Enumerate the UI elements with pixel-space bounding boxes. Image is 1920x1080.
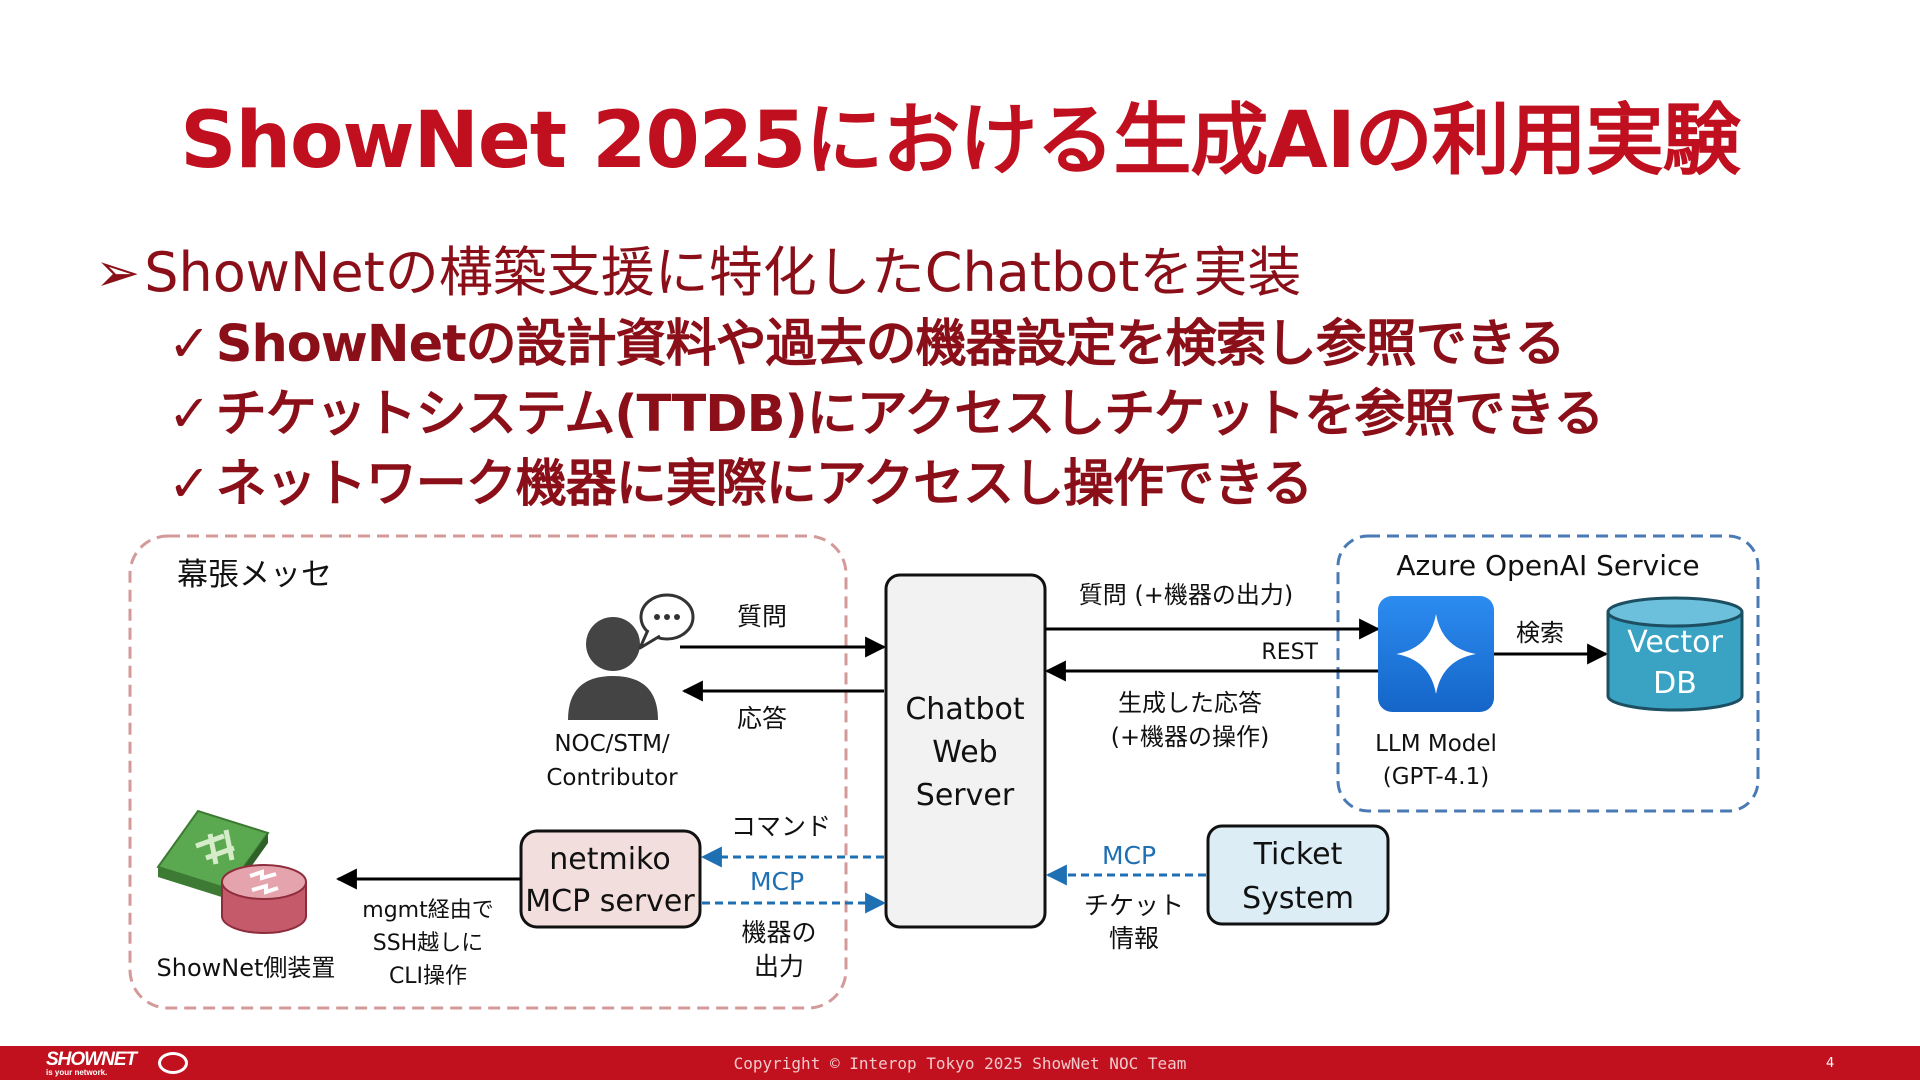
mcp-right-label: MCP xyxy=(1102,841,1156,870)
user-icon xyxy=(568,617,658,720)
chatbot-line-2: Web xyxy=(932,735,997,770)
sparkle-icon xyxy=(1396,614,1476,694)
question-label: 質問 xyxy=(737,602,787,631)
search-label: 検索 xyxy=(1516,619,1564,647)
llm-label-2: (GPT-4.1) xyxy=(1383,764,1489,790)
mgmt-label-1: mgmt経由で xyxy=(362,898,493,923)
azure-region xyxy=(1336,534,1760,813)
makuhari-label: 幕張メッセ xyxy=(177,557,332,593)
device-output-label-1: 機器の xyxy=(741,918,816,947)
subpoint-device: ✓ネットワーク機器に実際にアクセスし操作できる xyxy=(168,442,1313,516)
mgmt-label-2: SSH越しに xyxy=(373,931,483,956)
to-llm-label: 質問 (+機器の出力) xyxy=(1079,581,1293,609)
netmiko-label-1: netmiko xyxy=(549,842,670,877)
netmiko-label-2: MCP server xyxy=(525,884,695,919)
subpoint-text: ネットワーク機器に実際にアクセスし操作できる xyxy=(215,455,1313,514)
check-icon: ✓ xyxy=(168,385,211,444)
device-output-label-2: 出力 xyxy=(754,952,804,981)
command-label: コマンド xyxy=(731,812,831,841)
user-label-2: Contributor xyxy=(546,765,678,791)
from-llm-label-1: 生成した応答 xyxy=(1118,689,1262,717)
mgmt-label-3: CLI操作 xyxy=(389,964,467,989)
footer-bar: SHOWNET is your network. Copyright © Int… xyxy=(0,1046,1920,1080)
main-bullet-text: ShowNetの構築支援に特化したChatbotを実装 xyxy=(144,241,1302,304)
chatbot-server-box xyxy=(884,573,1047,929)
ticket-info-label-1: チケット xyxy=(1084,891,1184,920)
logo-ring-icon xyxy=(158,1052,188,1074)
logo-tagline: is your network. xyxy=(46,1068,108,1077)
makuhari-region xyxy=(128,534,848,1010)
user-label-1: NOC/STM/ xyxy=(554,731,670,757)
check-icon: ✓ xyxy=(168,455,211,514)
ticket-info-label-2: 情報 xyxy=(1109,924,1159,953)
check-icon: ✓ xyxy=(168,315,211,374)
page-number: 4 xyxy=(1826,1056,1835,1071)
subpoint-ticket: ✓チケットシステム(TTDB)にアクセスしチケットを参照できる xyxy=(168,372,1604,446)
subpoint-text: ShowNetの設計資料や過去の機器設定を検索し参照できる xyxy=(215,315,1566,374)
answer-label: 応答 xyxy=(737,704,787,733)
vector-db-icon xyxy=(1606,596,1744,712)
rest-label: REST xyxy=(1261,640,1318,665)
subpoint-search: ✓ShowNetの設計資料や過去の機器設定を検索し参照できる xyxy=(168,302,1566,376)
shownet-logo: SHOWNET is your network. xyxy=(46,1049,188,1077)
ticket-label-2: System xyxy=(1242,881,1354,916)
ticket-label-1: Ticket xyxy=(1253,837,1343,872)
logo-text: SHOWNET xyxy=(46,1049,137,1070)
llm-label-1: LLM Model xyxy=(1375,731,1497,757)
slide-title: ShowNet 2025における生成AIの利用実験 xyxy=(180,96,1740,186)
arrow-bullet-icon: ➢ xyxy=(95,241,141,304)
chatbot-line-3: Server xyxy=(916,778,1015,813)
ticket-system-box xyxy=(1206,824,1390,926)
mcp-left-label: MCP xyxy=(750,867,804,896)
device-label: ShowNet側装置 xyxy=(157,954,336,982)
chatbot-line-1: Chatbot xyxy=(905,692,1025,727)
vector-db-label-2: DB xyxy=(1653,666,1697,701)
azure-label: Azure OpenAI Service xyxy=(1396,549,1699,582)
copyright: Copyright © Interop Tokyo 2025 ShowNet N… xyxy=(733,1054,1187,1073)
main-bullet: ➢ShowNetの構築支援に特化したChatbotを実装 xyxy=(95,228,1301,307)
vector-db-label-1: Vector xyxy=(1627,625,1723,660)
from-llm-label-2: (+機器の操作) xyxy=(1111,723,1270,751)
router-icon xyxy=(221,864,307,934)
subpoint-text: チケットシステム(TTDB)にアクセスしチケットを参照できる xyxy=(215,385,1604,444)
chat-bubble-icon xyxy=(638,593,695,650)
architecture-diagram: 幕張メッセ Azure OpenAI Service NOC/STM/ Cont… xyxy=(128,534,1760,1010)
